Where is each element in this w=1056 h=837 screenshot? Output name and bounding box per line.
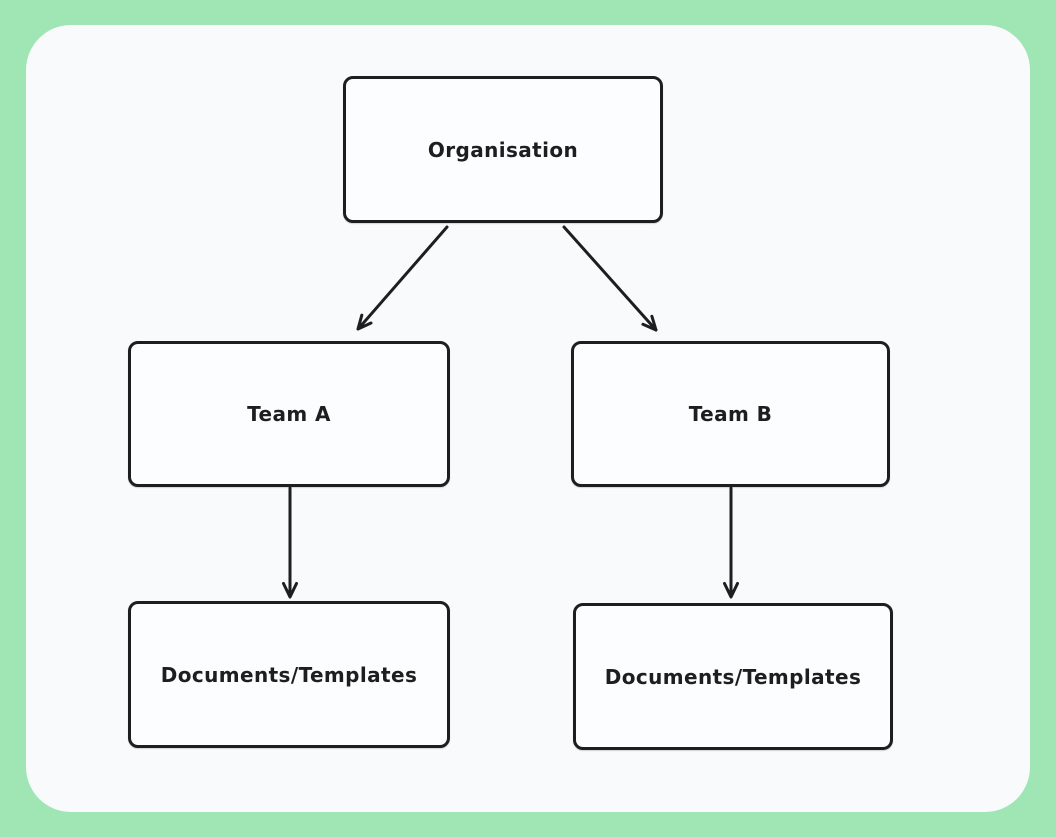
node-organisation-label: Organisation bbox=[427, 137, 579, 162]
node-team-a: Team A bbox=[128, 341, 450, 487]
node-organisation: Organisation bbox=[343, 76, 663, 223]
node-documents-templates-b: Documents/Templates bbox=[573, 603, 893, 750]
node-documents-templates-b-label: Documents/Templates bbox=[604, 664, 862, 689]
node-team-a-label: Team A bbox=[247, 402, 331, 426]
node-documents-templates-a: Documents/Templates bbox=[128, 601, 450, 748]
node-team-b-label: Team B bbox=[688, 402, 773, 426]
node-team-b: Team B bbox=[571, 341, 890, 487]
node-documents-templates-a-label: Documents/Templates bbox=[160, 662, 418, 687]
